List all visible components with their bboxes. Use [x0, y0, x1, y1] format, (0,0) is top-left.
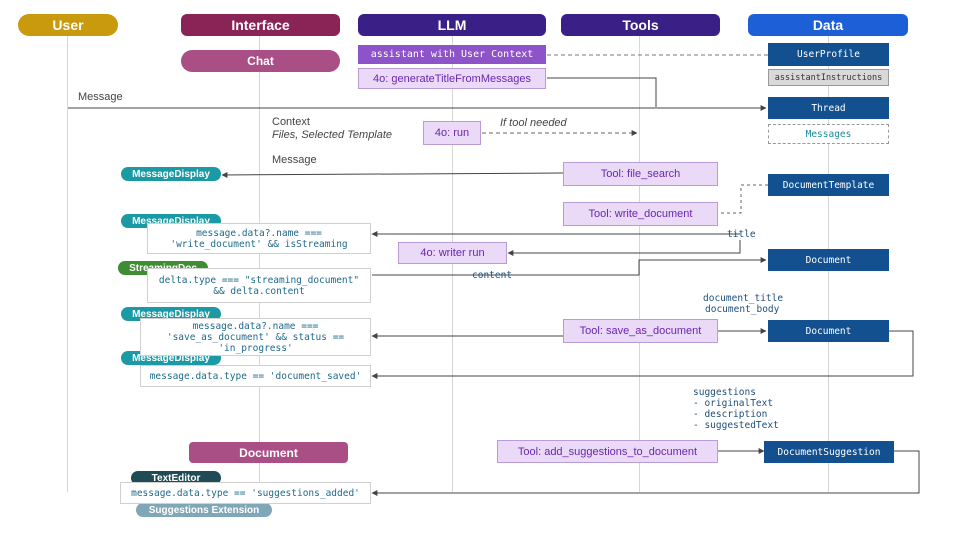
code-line: message.data.type == 'document_saved' [149, 370, 362, 382]
arrow-title-writerrun [507, 240, 741, 256]
code-line: 'save_as_document' && status == [166, 331, 345, 343]
document-pill: Document [189, 442, 348, 463]
label-title: title [727, 229, 756, 240]
arrow-content-document [372, 257, 767, 276]
tool-save-as-document-box: Tool: save_as_document [563, 319, 718, 343]
code-line: && delta.content [213, 285, 305, 297]
arrow-documenttemplate-writedocument [719, 184, 768, 214]
code-box-document-saved: message.data.type == 'document_saved' [140, 365, 371, 387]
data-userprofile: UserProfile [768, 43, 889, 66]
lane-tools: Tools [561, 14, 720, 36]
suggestions-extension-pill: Suggestions Extension [136, 503, 272, 517]
code-line: 'write_document' && isStreaming [170, 238, 348, 250]
tool-write-document-box: Tool: write_document [563, 202, 718, 226]
text-editor-pill: TextEditor [131, 471, 221, 485]
generate-title-box: 4o: generateTitleFromMessages [358, 68, 546, 89]
lane-user: User [18, 14, 118, 36]
code-line: message.data?.name === [196, 227, 322, 239]
label-message-interface: Message [272, 154, 317, 166]
code-box-save-as-document: message.data?.name === 'save_as_document… [140, 318, 371, 356]
writer-run-box: 4o: writer run [398, 242, 507, 264]
arrow-generatetitle-thread [547, 77, 657, 107]
data-thread: Thread [768, 97, 889, 119]
code-box-write-document: message.data?.name === 'write_document' … [147, 223, 371, 254]
run-box: 4o: run [423, 121, 481, 145]
label-context: Context [272, 116, 310, 128]
code-line: message.data?.name === [192, 320, 319, 332]
label-document-title: document_title [703, 293, 784, 304]
message-display-pill-1: MessageDisplay [121, 167, 221, 181]
data-document-template: DocumentTemplate [768, 174, 889, 196]
label-suggestions: suggestions [693, 387, 756, 398]
label-description: - description [693, 409, 768, 420]
data-document-2: Document [768, 320, 889, 342]
data-messages: Messages [768, 124, 889, 144]
message-display-pill-3: MessageDisplay [121, 307, 221, 321]
label-content: content [472, 270, 513, 281]
label-original-text: - originalText [693, 398, 774, 409]
code-line: message.data.type == 'suggestions_added' [131, 487, 360, 499]
code-line: 'in_progress' [218, 342, 293, 354]
label-document-body: document_body [705, 304, 780, 315]
data-document-suggestion: DocumentSuggestion [764, 441, 894, 463]
interface-lifeline [259, 36, 260, 492]
code-box-streaming-document: delta.type === "streaming_document" && d… [147, 268, 371, 303]
code-box-suggestions-added: message.data.type == 'suggestions_added' [120, 482, 371, 504]
user-lifeline [67, 36, 68, 492]
label-message-user: Message [78, 91, 123, 103]
code-line: delta.type === "streaming_document" [158, 274, 360, 286]
assistant-box: assistant with User Context [358, 45, 546, 64]
arrow-document-documentsaved [371, 330, 914, 379]
data-document-1: Document [768, 249, 889, 271]
tool-file-search-box: Tool: file_search [563, 162, 718, 186]
lane-interface: Interface [181, 14, 340, 36]
label-suggested-text: - suggestedText [693, 420, 779, 431]
arrow-filesearch-messagedisplay [221, 171, 564, 178]
arrow-documentsuggestion-suggestionsadded [371, 450, 920, 496]
llm-lifeline [452, 36, 453, 492]
lane-data: Data [748, 14, 908, 36]
data-assistant-instructions: assistantInstructions [768, 69, 889, 86]
chat-pill: Chat [181, 50, 340, 72]
label-context-sub: Files, Selected Template [272, 129, 393, 141]
lane-llm: LLM [358, 14, 546, 36]
label-if-tool-needed: If tool needed [500, 117, 567, 129]
tool-add-suggestions-box: Tool: add_suggestions_to_document [497, 440, 718, 463]
